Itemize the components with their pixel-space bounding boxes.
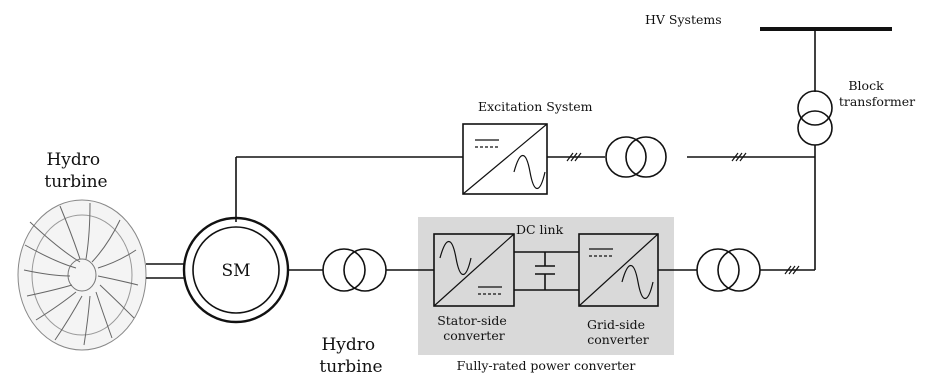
hydro-turbine-label-top: Hydro turbine bbox=[44, 150, 107, 192]
excitation-system-label: Excitation System bbox=[478, 99, 593, 114]
grid-transformer bbox=[696, 248, 761, 292]
dc-link bbox=[514, 251, 579, 291]
block-transformer bbox=[797, 29, 833, 270]
fully-rated-power-converter-label: Fully-rated power converter bbox=[457, 358, 636, 373]
three-phase-mark bbox=[784, 265, 800, 275]
excitation-system-converter bbox=[462, 123, 548, 195]
hydro-turbine-label-bottom: Hydro turbine bbox=[319, 335, 382, 377]
dc-link-label: DC link bbox=[516, 222, 564, 237]
block-transformer-label: Block transformer bbox=[839, 78, 915, 109]
three-phase-mark bbox=[566, 152, 582, 162]
hv-systems-label: HV Systems bbox=[645, 12, 722, 27]
converter-panel bbox=[418, 217, 674, 355]
grid-side-converter-label: Grid-side converter bbox=[587, 317, 649, 347]
turbine-shaft bbox=[146, 263, 184, 279]
stator-side-converter-label: Stator-side converter bbox=[437, 313, 511, 343]
three-phase-mark bbox=[731, 152, 747, 162]
hydro-turbine-image bbox=[17, 199, 147, 351]
excitation-transformer bbox=[605, 136, 667, 178]
stator-side-converter bbox=[433, 233, 515, 307]
generator-label: SM bbox=[221, 261, 250, 281]
stator-transformer bbox=[322, 248, 387, 292]
